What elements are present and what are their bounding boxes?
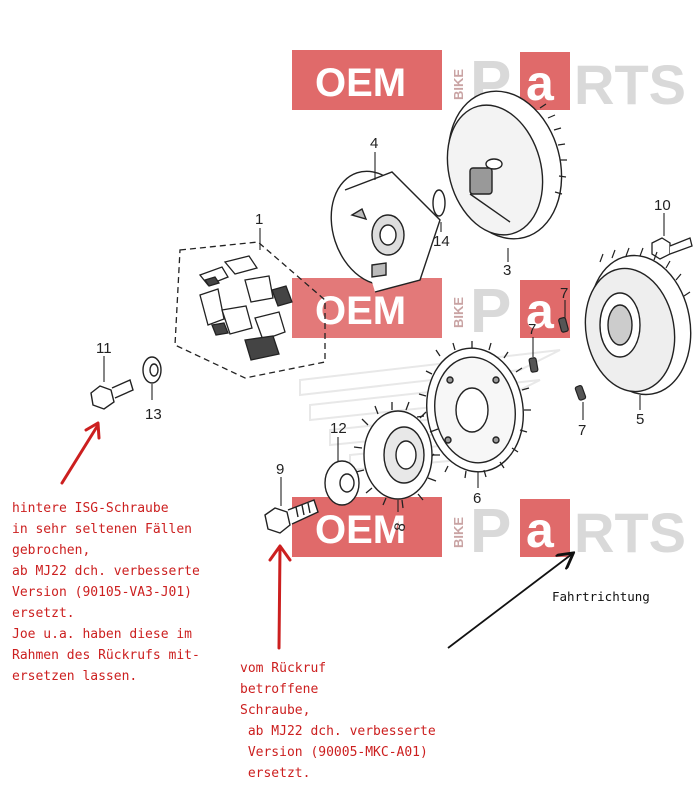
part-14-o-ring [432, 189, 446, 217]
note-recall-bolt: vom Rückruf betroffene Schraube, ab MJ22… [240, 658, 436, 784]
watermark-p-text: P [470, 497, 511, 566]
direction-arrow [447, 554, 572, 649]
watermark-oem-text: OEM [315, 61, 406, 105]
note-isg-line: ab MJ22 dch. verbesserte [12, 564, 200, 579]
note-isg-line: ersetzt. [12, 606, 75, 621]
part-3-rotor [446, 90, 567, 240]
part-11-bolt [90, 379, 134, 410]
arrow-isg-bolt-head [84, 421, 101, 440]
part-8-drive-gear [353, 401, 440, 509]
note-recall-line: ersetzt. [240, 766, 311, 781]
label-part-4: 4 [370, 135, 378, 152]
arrow-isg-bolt [60, 423, 100, 485]
note-recall-line: ab MJ22 dch. verbesserte [240, 724, 436, 739]
part-number-labels: 1 4 14 3 10 7 7 7 5 6 8 12 9 11 13 [96, 135, 671, 533]
note-recall-line: vom Rückruf [240, 661, 327, 676]
note-recall-line: Version (90005-MKC-A01) [240, 745, 428, 760]
label-part-9: 9 [276, 461, 284, 478]
part-5-starter-gear [584, 247, 692, 396]
part-9-bolt [264, 499, 319, 534]
arrow-recall-bolt-head [268, 544, 292, 562]
label-part-7-b: 7 [528, 321, 536, 338]
note-isg-line: hintere ISG-Schraube [12, 501, 169, 516]
note-isg-line: ersetzen lassen. [12, 669, 138, 684]
watermark-row-top: OEM BIKE P a RTS [292, 49, 686, 118]
watermark-p-text: P [470, 277, 511, 346]
part-13-washer [142, 356, 162, 384]
watermark-rts-text: RTS [574, 53, 686, 116]
part-12-washer [324, 460, 360, 506]
red-arrows [60, 421, 292, 650]
label-part-11: 11 [96, 340, 112, 357]
watermark-a-text: a [526, 55, 555, 111]
part-7-pins [528, 317, 587, 401]
note-recall-line: Schraube, [240, 703, 311, 718]
label-part-3: 3 [503, 262, 511, 279]
label-part-7-a: 7 [560, 285, 568, 302]
note-recall-line: betroffene [240, 682, 319, 697]
note-isg-line: Joe u.a. haben diese im [12, 627, 193, 642]
watermark-oem-text: OEM [315, 508, 406, 552]
watermark-bike-text: BIKE [451, 69, 466, 100]
watermark-a-text: a [526, 502, 555, 558]
part-6-sprocket [416, 341, 531, 479]
label-part-6: 6 [473, 490, 481, 507]
note-isg-bolt: hintere ISG-Schraube in sehr seltenen Fä… [12, 498, 200, 687]
label-part-7-c: 7 [578, 422, 586, 439]
label-part-8: 8 [391, 522, 409, 533]
label-part-13: 13 [145, 406, 162, 423]
arrow-recall-bolt [277, 546, 282, 650]
label-part-14: 14 [433, 233, 450, 250]
watermark-bike-text: BIKE [451, 297, 466, 328]
label-part-12: 12 [330, 420, 347, 437]
direction-label: Fahrtrichtung [552, 589, 650, 604]
watermark-oem-text: OEM [315, 289, 406, 333]
label-part-5: 5 [636, 411, 644, 428]
leader-lines [103, 152, 665, 512]
note-isg-line: in sehr seltenen Fällen [12, 522, 193, 537]
part-10-bolt [651, 237, 693, 260]
part-1-damper-rubbers [174, 241, 326, 379]
part-4-clutch-outer [330, 170, 441, 293]
label-part-10: 10 [654, 197, 671, 214]
watermark-rts-text: RTS [574, 501, 686, 564]
note-isg-line: gebrochen, [12, 543, 91, 558]
watermark-bike-text: BIKE [451, 517, 466, 548]
watermark-row-middle: OEM BIKE P a [292, 277, 570, 346]
label-part-1: 1 [255, 211, 263, 228]
note-isg-line: Rahmen des Rückrufs mit- [12, 648, 200, 663]
note-isg-line: Version (90105-VA3-J01) [12, 585, 193, 600]
watermark-a-text: a [526, 283, 555, 339]
watermark-row-bottom: OEM BIKE P a RTS [292, 497, 686, 566]
